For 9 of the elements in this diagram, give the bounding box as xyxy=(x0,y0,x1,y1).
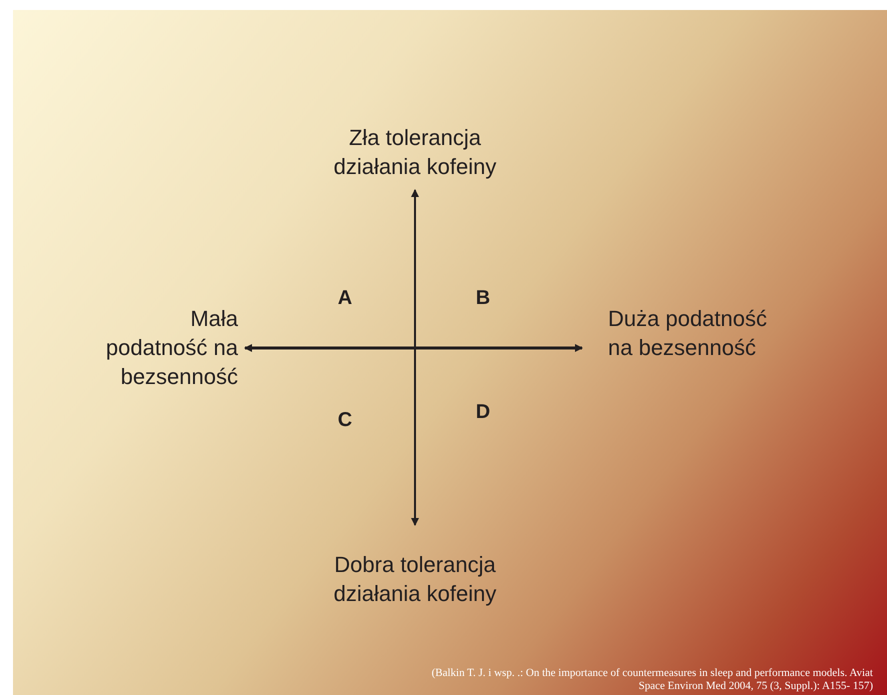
quadrant-letter: B xyxy=(474,286,492,311)
axis-label: Mała podatność na bezsenność xyxy=(104,305,238,391)
axis-label: Zła tolerancja działania kofeiny xyxy=(332,124,498,181)
axis-label: Dobra tolerancja działania kofeiny xyxy=(332,551,498,608)
quadrant-letter: D xyxy=(474,400,492,425)
quadrant-letter: C xyxy=(336,408,354,433)
axis-label: Duża podatność na bezsenność xyxy=(608,305,768,362)
quadrant-letter: A xyxy=(336,286,354,311)
citation-caption: (Balkin T. J. i wsp. .: On the importance of countermeasures in sleep and performance models. Aviat Space Environ Med 2004, 75 (3, Suppl.): A155- 157) xyxy=(430,667,873,693)
